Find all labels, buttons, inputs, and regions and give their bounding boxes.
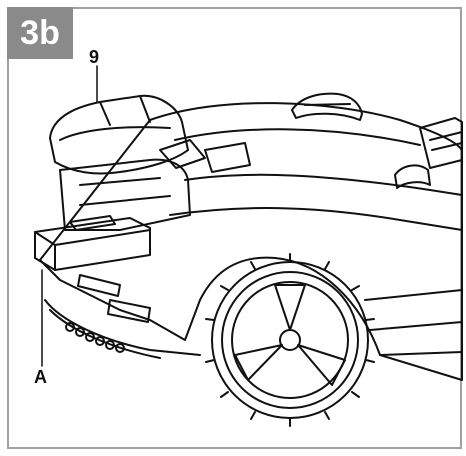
battery-pack (34, 217, 151, 271)
callout-9: 9 (89, 47, 100, 67)
battery-lid (49, 94, 189, 175)
side-skirt (364, 289, 463, 301)
control-panel (419, 117, 463, 169)
hatch-hinge (159, 139, 206, 169)
body-mid-ridge (184, 173, 463, 196)
figure-label-badge: 3b (7, 7, 73, 59)
battery-cavity (59, 158, 191, 231)
bumper-teeth (65, 322, 125, 353)
body-lower-ridge (169, 207, 463, 231)
front-bumper (44, 299, 201, 356)
side-handle (394, 164, 431, 189)
front-vent (107, 299, 151, 323)
callout-A: A (34, 367, 47, 387)
body-top-ridge (174, 128, 421, 146)
top-dome (291, 92, 363, 121)
wheel (205, 253, 375, 427)
